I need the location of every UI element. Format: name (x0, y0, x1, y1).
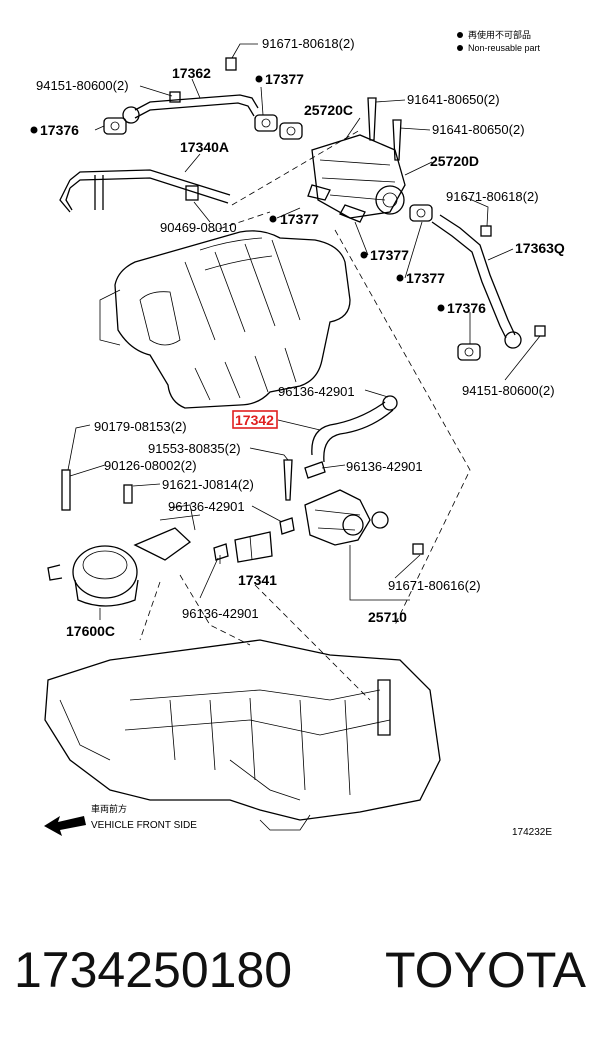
gasket-drawings (103, 114, 481, 361)
label-17341: 17341 (238, 572, 277, 588)
label-17377-c: 17377 (370, 247, 409, 263)
label-17377-d: 17377 (406, 270, 445, 286)
air-pump-drawing (47, 469, 201, 607)
bolt-drawings (169, 57, 546, 555)
label-96136-42901-d: 96136-42901 (182, 606, 259, 621)
label-17377-a: 17377 (265, 71, 304, 87)
legend: 再使用不可部品 Non-reusable part (457, 29, 541, 53)
non-reusable-bullet-icon (457, 45, 463, 51)
legend-en-text: Non-reusable part (468, 43, 541, 53)
label-90179-08153: 90179-08153(2) (94, 419, 187, 434)
label-17377-b: 17377 (280, 211, 319, 227)
label-90126-08002: 90126-08002(2) (104, 458, 197, 473)
label-91671-80618-right: 91671-80618(2) (446, 189, 539, 204)
label-91641-80650-a: 91641-80650(2) (407, 92, 500, 107)
engine-block-drawing (44, 639, 441, 831)
label-96136-42901-c: 96136-42901 (168, 499, 245, 514)
label-17600c: 17600C (66, 623, 115, 639)
label-25720c: 25720C (304, 102, 353, 118)
label-91671-80618-top: 91671-80618(2) (262, 36, 355, 51)
label-25710: 25710 (368, 609, 407, 625)
non-reusable-bullet-icon (457, 32, 463, 38)
vehicle-front-indicator: 車両前方 VEHICLE FRONT SIDE (44, 803, 197, 836)
label-91553-80835: 91553-80835(2) (148, 441, 241, 456)
intake-manifold-drawing (99, 230, 351, 409)
label-94151-80600-left: 94151-80600(2) (36, 78, 129, 93)
non-reusable-bullet-icon (360, 251, 368, 259)
brand-text: TOYOTA (385, 942, 586, 998)
label-17363q: 17363Q (515, 240, 565, 256)
part-number-text: 1734250180 (14, 942, 293, 998)
non-reusable-bullet-icon (437, 304, 445, 312)
figure-code: 174232E (512, 827, 552, 838)
assembly-dashed-lines (139, 129, 471, 701)
legend-jp-text: 再使用不可部品 (468, 29, 531, 40)
label-17376-right: 17376 (447, 300, 486, 316)
non-reusable-bullet-icon (269, 215, 277, 223)
label-91621-j0814: 91621-J0814(2) (162, 477, 254, 492)
highlight-box-17342 (232, 410, 278, 429)
label-96136-42901-a: 96136-42901 (278, 384, 355, 399)
non-reusable-bullet-icon (396, 274, 404, 282)
label-94151-80600-right: 94151-80600(2) (462, 383, 555, 398)
hose-drawings (213, 395, 398, 563)
label-25720d: 25720D (430, 153, 479, 169)
label-91671-80616: 91671-80616(2) (388, 578, 481, 593)
leader-lines (67, 43, 541, 620)
non-reusable-bullet-icon (30, 126, 38, 134)
label-17362: 17362 (172, 65, 211, 81)
label-17340a: 17340A (180, 139, 229, 155)
part-labels: 91671-80618(2) 94151-80600(2) 17362 1737… (30, 36, 565, 639)
vehicle-front-jp: 車両前方 (91, 803, 127, 814)
part-footer: 1734250180 TOYOTA (0, 935, 600, 1015)
label-17376-left: 17376 (40, 122, 79, 138)
air-switching-valve-drawing (304, 134, 406, 546)
vehicle-front-en: VEHICLE FRONT SIDE (91, 820, 197, 831)
front-arrow-icon (44, 816, 86, 836)
label-96136-42901-b: 96136-42901 (346, 459, 423, 474)
label-17342-highlighted: 17342 (235, 412, 274, 428)
non-reusable-bullet-icon (255, 75, 263, 83)
upper-pipe-drawings (59, 94, 522, 349)
label-90469-08010: 90469-08010 (160, 220, 237, 235)
parts-diagram: 再使用不可部品 Non-reusable part (30, 29, 565, 838)
label-91641-80650-b: 91641-80650(2) (432, 122, 525, 137)
